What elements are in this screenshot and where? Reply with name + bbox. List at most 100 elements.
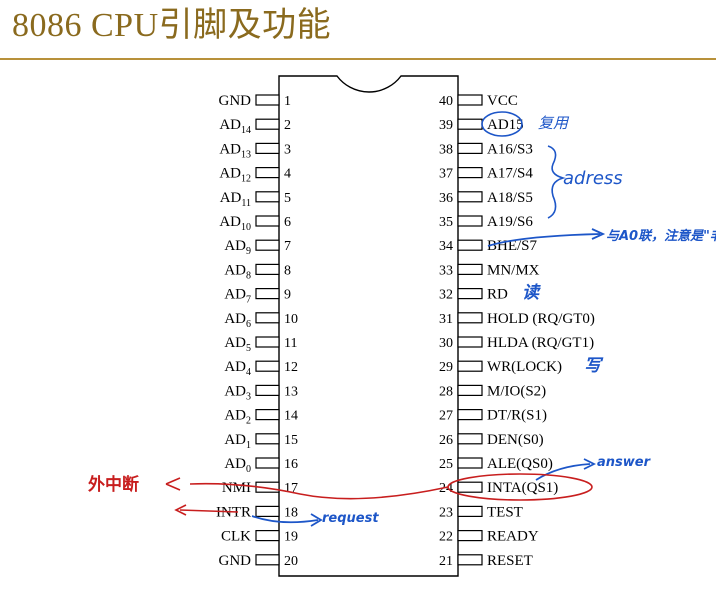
pin-number: 18 — [284, 505, 298, 520]
pin-number: 22 — [439, 530, 453, 545]
pin-stub — [457, 481, 483, 493]
pin-number: 6 — [284, 215, 291, 230]
pin-stub — [255, 191, 280, 203]
rd-note: 读 — [522, 283, 541, 303]
pin-stub — [457, 409, 483, 421]
pin-stub — [457, 94, 483, 106]
pin-number: 11 — [284, 336, 297, 351]
pin-row-left: 8 AD8 — [224, 262, 291, 281]
pin-number: 37 — [439, 167, 453, 182]
pin-number: 27 — [439, 409, 453, 424]
pin-stub — [457, 215, 483, 227]
pin-stub — [457, 433, 483, 445]
pin-number: 34 — [439, 239, 453, 254]
pin-stub — [255, 529, 280, 542]
bhe-note: 与A0联，注意是"非" — [606, 228, 716, 244]
pin-stub — [457, 239, 483, 251]
answer-arrow-head — [583, 458, 597, 470]
ad15-circle — [481, 111, 523, 137]
pin-stub — [457, 142, 483, 154]
pin-label: CLK — [221, 529, 251, 545]
pin-number: 15 — [284, 433, 298, 448]
address-note: adress — [563, 168, 623, 189]
pin-stub — [457, 529, 483, 542]
pin-label: ALE(QS0) — [487, 456, 553, 472]
intr-arrow — [179, 509, 239, 513]
pin-number: 9 — [284, 288, 291, 303]
pin-label: A17/S4 — [487, 166, 533, 182]
pin-number: 40 — [439, 94, 453, 109]
pin-stub — [457, 288, 483, 300]
pin-row-right: 25 ALE(QS0) — [439, 456, 553, 472]
request-arrow-head — [310, 513, 323, 527]
pin-stub — [255, 360, 280, 372]
interrupt-arrow-head — [165, 477, 181, 491]
pin-number: 26 — [439, 433, 453, 448]
pin-number: 4 — [284, 167, 291, 182]
pin-stub — [255, 142, 280, 154]
pin-label: M/IO(S2) — [487, 383, 546, 399]
pin-label: AD11 — [220, 190, 251, 209]
pin-label: READY — [487, 529, 539, 545]
pin-number: 38 — [439, 142, 453, 157]
pin-stub — [255, 167, 280, 179]
pin-label: AD8 — [224, 262, 251, 281]
pin-stub — [255, 215, 280, 227]
pin-number: 17 — [284, 481, 298, 496]
pin-stub — [255, 505, 280, 517]
pin-number: 39 — [439, 118, 453, 133]
pin-stub — [255, 263, 280, 275]
pin-label: RD — [487, 287, 508, 303]
pin-row-right: 26 DEN(S0) — [439, 432, 544, 448]
pin-stub — [457, 384, 483, 396]
intr-arrow-head — [174, 504, 187, 516]
pin-stub — [255, 288, 280, 300]
pin-label: A19/S6 — [487, 214, 533, 230]
pin-stub — [457, 336, 483, 348]
pin-label: GND — [219, 553, 252, 569]
pin-stub — [255, 94, 280, 106]
pin-stub — [255, 433, 280, 445]
wr-note: 写 — [584, 356, 604, 376]
pin-label: AD15 — [487, 117, 524, 133]
address-brace — [547, 145, 566, 219]
pin-row-left: 20 GND — [219, 553, 299, 569]
pin-label: AD3 — [224, 383, 251, 402]
pin-number: 23 — [439, 505, 453, 520]
pin-label: DEN(S0) — [487, 432, 544, 448]
pin-number: 25 — [439, 457, 453, 472]
pin-label: AD14 — [219, 117, 251, 136]
pin-label: AD1 — [224, 432, 251, 451]
interrupt-link — [189, 482, 449, 500]
pin-number: 28 — [439, 384, 453, 399]
pin-label: MN/MX — [487, 262, 540, 278]
pin-row-right: 28 M/IO(S2) — [439, 383, 546, 399]
pin-stub — [457, 191, 483, 203]
pin-row-left: 17 NMI — [222, 480, 298, 496]
pin-stub — [457, 505, 483, 517]
pin-number: 20 — [284, 554, 298, 569]
pin-label: A18/S5 — [487, 190, 533, 206]
pin-label: AD9 — [224, 238, 251, 257]
annotation-layer: 复用 adress 与A0联，注意是"非" 读 写 answer request… — [88, 111, 716, 527]
pin-label: NMI — [222, 480, 251, 496]
pin-number: 8 — [284, 263, 291, 278]
pin-number: 21 — [439, 554, 453, 569]
pin-stub — [457, 118, 483, 130]
request-note: request — [322, 511, 379, 526]
pin-stub — [255, 457, 280, 469]
